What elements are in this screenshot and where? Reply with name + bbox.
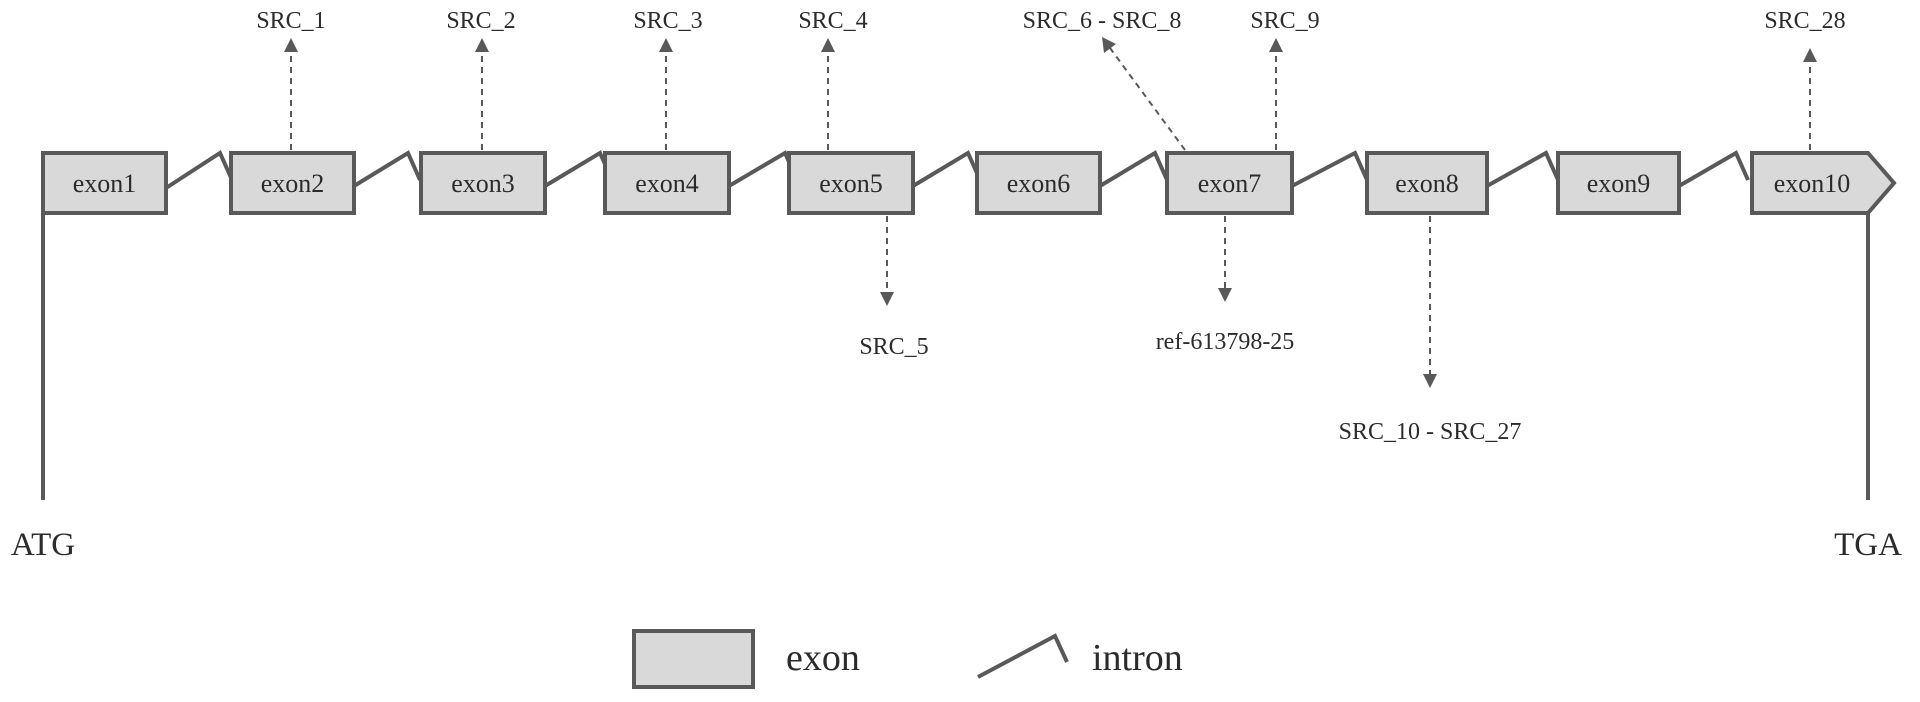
exon-label-3: exon3 — [451, 169, 515, 198]
arrowhead-src-2 — [475, 38, 489, 52]
exon-label-4: exon4 — [635, 169, 699, 198]
label-ref-613798-25: ref-613798-25 — [1156, 329, 1295, 355]
intron-3 — [543, 150, 614, 188]
label-src-10-27: SRC_10 - SRC_27 — [1339, 419, 1522, 445]
exons — [41, 151, 1897, 215]
stop-codon-label: TGA — [1834, 527, 1902, 563]
arrowhead-src-1 — [284, 38, 298, 52]
legend-exon-swatch — [632, 629, 755, 689]
label-src-2: SRC_2 — [446, 8, 515, 34]
intron-5 — [911, 150, 982, 188]
exon-label-10: exon10 — [1774, 169, 1851, 198]
exon-1-box — [41, 151, 168, 215]
label-src-4: SRC_4 — [798, 8, 867, 34]
exon-label-1: exon1 — [73, 169, 137, 198]
exon-label-7: exon7 — [1198, 169, 1262, 198]
exon-label-8: exon8 — [1395, 169, 1459, 198]
arrowhead-src-6-8 — [1102, 37, 1116, 53]
legend: exon intron — [632, 629, 1183, 689]
arrowhead-src-5 — [880, 292, 894, 306]
exon-6-box — [975, 151, 1102, 215]
label-src-9: SRC_9 — [1250, 8, 1319, 34]
label-src-5: SRC_5 — [859, 334, 928, 360]
arrowhead-src-3 — [659, 38, 673, 52]
introns — [164, 150, 1750, 190]
arrowhead-src-4 — [821, 38, 835, 52]
label-src-6-8: SRC_6 - SRC_8 — [1023, 8, 1182, 34]
exon-labels: exon1 exon2 exon3 exon4 exon5 exon6 exon… — [73, 169, 1851, 198]
exon-8-box — [1365, 151, 1489, 215]
intron-6 — [1098, 150, 1169, 188]
label-src-1: SRC_1 — [256, 8, 325, 34]
legend-intron-swatch — [977, 633, 1069, 679]
arrowhead-src-9 — [1269, 38, 1283, 52]
variant-labels: SRC_1 SRC_2 SRC_3 SRC_4 SRC_5 SRC_6 - SR… — [256, 8, 1845, 445]
exon-label-2: exon2 — [261, 169, 325, 198]
exon-10-box — [1750, 151, 1897, 215]
arrowhead-ref-613798-25 — [1218, 288, 1232, 302]
variant-arrows — [284, 37, 1817, 388]
intron-8 — [1486, 150, 1560, 188]
intron-7 — [1291, 150, 1369, 188]
exon-label-6: exon6 — [1007, 169, 1071, 198]
start-codon-label: ATG — [11, 527, 75, 563]
exon-label-9: exon9 — [1587, 169, 1651, 198]
intron-2 — [352, 150, 422, 188]
exon-3-box — [419, 151, 547, 215]
intron-1 — [164, 150, 234, 190]
intron-4 — [727, 150, 799, 188]
exon-7-box — [1165, 151, 1294, 215]
exon-5-box — [787, 151, 915, 215]
legend-intron-label: intron — [1092, 637, 1183, 679]
intron-9 — [1677, 150, 1750, 188]
exon-9-box — [1556, 151, 1681, 215]
label-src-28: SRC_28 — [1764, 8, 1845, 34]
legend-exon-label: exon — [786, 637, 860, 679]
arrowhead-src-10-27 — [1423, 374, 1437, 388]
exon-4-box — [603, 151, 731, 215]
exon-2-box — [229, 151, 356, 215]
arrowhead-src-28 — [1803, 48, 1817, 62]
arrow-src-6-8 — [1109, 47, 1186, 151]
label-src-3: SRC_3 — [633, 8, 702, 34]
exon-label-5: exon5 — [819, 169, 883, 198]
